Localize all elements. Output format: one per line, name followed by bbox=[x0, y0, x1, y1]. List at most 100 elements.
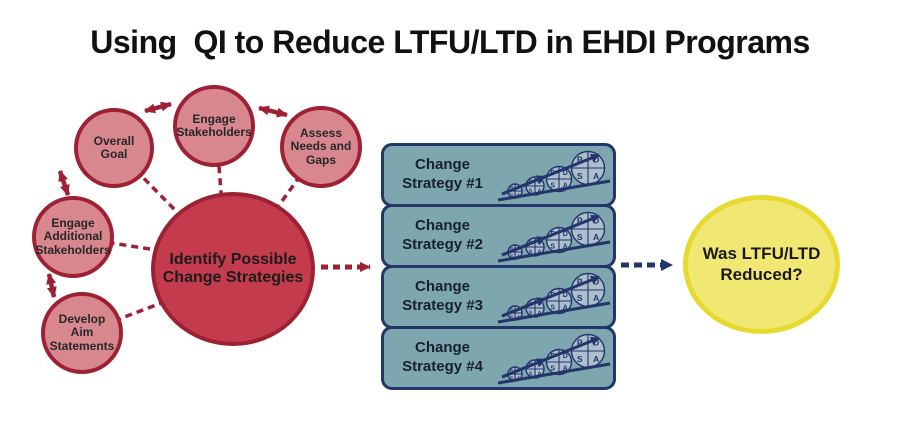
pdsa-letter: P bbox=[510, 185, 513, 190]
pdsa-ramp-lines bbox=[497, 275, 611, 324]
pdsa-letter: P bbox=[529, 240, 533, 246]
pdsa-ramp: P D S A P D S A P D S A P D S A bbox=[495, 148, 613, 202]
diagram-title: Using QI to Reduce LTFU/LTD in EHDI Prog… bbox=[90, 24, 810, 60]
pdsa-letter: S bbox=[577, 171, 583, 181]
pdsa-letter: A bbox=[593, 293, 599, 303]
pdsa-letter: S bbox=[510, 375, 513, 380]
pdsa-letter: D bbox=[593, 338, 599, 348]
pdsa-letter: P bbox=[550, 353, 555, 360]
pdsa-letter: D bbox=[517, 307, 521, 312]
cycle-node-engage-additional: Engage Additional Stakeholders bbox=[32, 196, 114, 278]
pdsa-letter: A bbox=[517, 314, 521, 319]
cycle-node-label: Engage Stakeholders bbox=[176, 111, 252, 139]
pdsa-letter: S bbox=[529, 371, 533, 377]
pdsa-ramp: P D S A P D S A P D S A P D S A bbox=[495, 331, 613, 385]
pdsa-letter: P bbox=[577, 216, 583, 226]
pdsa-letter: P bbox=[529, 301, 533, 307]
outcome-label: Was LTFU/LTD Reduced? bbox=[702, 244, 821, 284]
outcome-node: Was LTFU/LTD Reduced? bbox=[683, 195, 840, 334]
pdsa-letter: A bbox=[593, 232, 599, 242]
pdsa-ramp: P D S A P D S A P D S A P D S A bbox=[495, 270, 613, 324]
pdsa-letter: D bbox=[538, 240, 542, 246]
pdsa-letters: P D S A P D S A P D S A P D S A bbox=[510, 216, 599, 258]
strategy-stack: Change Strategy #1 P D S A P D S A P bbox=[381, 143, 616, 393]
pdsa-letter: D bbox=[538, 362, 542, 368]
pdsa-letter: S bbox=[550, 244, 555, 251]
cycle-node-develop-aim: Develop Aim Statements bbox=[41, 292, 123, 374]
pdsa-letter: D bbox=[593, 155, 599, 165]
pdsa-ramp-lines bbox=[497, 214, 611, 263]
pdsa-letter: P bbox=[550, 231, 555, 238]
strategy-box-2: Change Strategy #2 P D S A P D S A P bbox=[381, 204, 616, 268]
pdsa-letter: D bbox=[593, 277, 599, 287]
cycle-node-label: Engage Additional Stakeholders bbox=[35, 215, 111, 257]
strategy-label: Change Strategy #2 bbox=[402, 217, 483, 253]
pdsa-letter: P bbox=[510, 368, 513, 373]
cycle-double-arrows bbox=[46, 101, 288, 298]
pdsa-letter: P bbox=[577, 338, 583, 348]
pdsa-ramp-graphic: P D S A P D S A P D S A P D S A bbox=[497, 150, 611, 202]
pdsa-letter: A bbox=[517, 253, 521, 258]
pdsa-letter: A bbox=[593, 171, 599, 181]
hub-node-identify-strategies: Identify Possible Change Strategies bbox=[151, 192, 315, 346]
cycle-node-label: Develop Aim Statements bbox=[49, 311, 115, 353]
pdsa-letter: S bbox=[550, 305, 555, 312]
pdsa-letter: P bbox=[550, 170, 555, 177]
pdsa-letter: P bbox=[577, 277, 583, 287]
pdsa-ramp-graphic: P D S A P D S A P D S A P D S A bbox=[497, 272, 611, 324]
strategy-box-4: Change Strategy #4 P D S A P D S A P bbox=[381, 326, 616, 390]
pdsa-letter: D bbox=[517, 368, 521, 373]
pdsa-letter: P bbox=[529, 179, 533, 185]
pdsa-letter: P bbox=[529, 362, 533, 368]
pdsa-letter: S bbox=[550, 366, 555, 373]
pdsa-letter: A bbox=[563, 366, 568, 373]
strategy-label: Change Strategy #3 bbox=[402, 278, 483, 314]
pdsa-ramp: P D S A P D S A P D S A P D S A bbox=[495, 209, 613, 263]
pdsa-letter: P bbox=[510, 307, 513, 312]
pdsa-letter: P bbox=[550, 292, 555, 299]
strategy-box-1: Change Strategy #1 P D S A P D S A P bbox=[381, 143, 616, 207]
pdsa-letter: S bbox=[529, 310, 533, 316]
pdsa-letter: A bbox=[593, 354, 599, 364]
pdsa-letter: S bbox=[510, 192, 513, 197]
pdsa-letter: A bbox=[538, 249, 542, 255]
pdsa-letter: D bbox=[563, 170, 568, 177]
pdsa-letter: S bbox=[510, 314, 513, 319]
pdsa-letter: P bbox=[510, 246, 513, 251]
pdsa-ramp-lines bbox=[497, 336, 611, 385]
cycle-node-engage-stakeholders: Engage Stakeholders bbox=[173, 85, 255, 167]
strategy-box-3: Change Strategy #3 P D S A P D S A P bbox=[381, 265, 616, 329]
pdsa-letter: P bbox=[577, 155, 583, 165]
pdsa-letter: A bbox=[538, 188, 542, 194]
pdsa-letter: D bbox=[538, 301, 542, 307]
pdsa-letter: D bbox=[563, 353, 568, 360]
pdsa-letter: A bbox=[538, 310, 542, 316]
cycle-node-assess-needs: Assess Needs and Gaps bbox=[280, 106, 362, 188]
pdsa-letter: D bbox=[563, 292, 568, 299]
pdsa-letter: A bbox=[563, 244, 568, 251]
pdsa-quadrant-lines bbox=[508, 273, 605, 320]
pdsa-letter: S bbox=[577, 293, 583, 303]
strategy-label: Change Strategy #4 bbox=[402, 339, 483, 375]
pdsa-ramp-graphic: P D S A P D S A P D S A P D S A bbox=[497, 211, 611, 263]
pdsa-letter: A bbox=[538, 371, 542, 377]
pdsa-letter: S bbox=[577, 354, 583, 364]
pdsa-letter: D bbox=[563, 231, 568, 238]
pdsa-letters: P D S A P D S A P D S A P D S A bbox=[510, 277, 599, 319]
pdsa-letter: A bbox=[517, 192, 521, 197]
pdsa-letter: D bbox=[593, 216, 599, 226]
hub-node-label: Identify Possible Change Strategies bbox=[162, 251, 304, 286]
cycle-node-overall-goal: Overall Goal bbox=[74, 108, 154, 188]
pdsa-letter: S bbox=[510, 253, 513, 258]
pdsa-letter: S bbox=[550, 183, 555, 190]
pdsa-letter: S bbox=[529, 188, 533, 194]
cycle-node-label: Overall Goal bbox=[93, 133, 135, 161]
pdsa-letter: A bbox=[563, 183, 568, 190]
pdsa-letter: D bbox=[517, 246, 521, 251]
cycle-node-label: Assess Needs and Gaps bbox=[290, 125, 352, 167]
pdsa-letter: S bbox=[577, 232, 583, 242]
pdsa-ramp-lines bbox=[497, 153, 611, 202]
pdsa-letter: D bbox=[538, 179, 542, 185]
pdsa-letter: S bbox=[529, 249, 533, 255]
pdsa-letter: A bbox=[517, 375, 521, 380]
